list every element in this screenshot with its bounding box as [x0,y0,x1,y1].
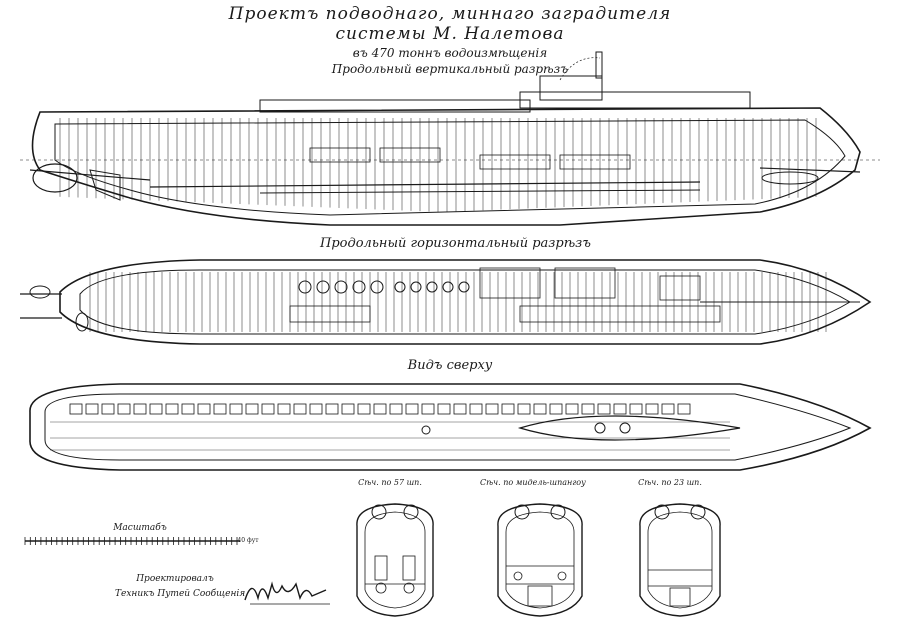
inner-hull-line [54,119,846,216]
mine-circle [352,280,366,294]
deck-hatch [101,403,115,415]
deck-hatch [197,403,211,415]
deck-hatch [469,403,483,415]
hull-outline-horizontal [59,259,872,345]
deck-outline-top [44,393,852,461]
mine-circle [298,280,312,294]
deck-hatch [309,403,323,415]
deck-hatch [661,403,675,415]
deck-hatch [133,403,147,415]
mine-circle [442,281,454,293]
vertical-section-view [20,51,880,226]
deck-hatch [501,403,515,415]
antenna-arc [559,57,601,81]
mine-circle [458,281,470,293]
deck-hatch [437,403,451,415]
internal-deck [149,181,701,188]
propeller-shaft [29,169,151,181]
mine-circle [426,281,438,293]
cross-section-23 [639,503,721,617]
mine-circle [370,280,384,294]
drawing-title-line-1: Проектъ подводнаго, миннаго заградителя [228,4,672,24]
deck-hatch [149,403,163,415]
hull-outline-side [31,107,861,226]
deck-hatch [533,403,547,415]
drawing-title-line-2: системы М. Налетова [335,24,565,44]
mine-storage-circles [298,280,470,294]
hull-outline-top [29,383,872,471]
deck-hatch [229,403,243,415]
top-view-planking [50,421,730,451]
cross-section-label-2: Сѣч. по мидель-шпангоу [480,478,586,487]
mine-circle [334,280,348,294]
signature-line-2: Техникъ Путей Сообщенія [115,589,246,599]
periscope [595,51,603,79]
deck-hatch [117,403,131,415]
horizontal-section-view [20,259,872,345]
mine-circle [316,280,330,294]
deck-hatch [165,403,179,415]
deck-hatch [405,403,419,415]
propeller [32,163,78,193]
deck-hatch [613,403,627,415]
keel-tanks [259,189,701,194]
battery-cells [309,147,631,170]
bow-dive-plane [761,171,819,185]
deck-hatch [565,403,579,415]
deck-hatch [69,403,83,415]
deck-hatch [629,403,643,415]
deck-hatch [373,403,387,415]
cross-section-midship [497,503,583,617]
hull-frames-side [59,118,817,212]
deck-hatch [485,403,499,415]
deck-hatch [453,403,467,415]
deck-hatch [213,403,227,415]
deck-hatch [261,403,275,415]
deck-hatch [517,403,531,415]
scale-unit-label: 40 фут [237,537,259,544]
deck-hatches [69,403,691,415]
stern-propellers [20,293,62,319]
deck-hatch [181,403,195,415]
deck-hatch [677,403,691,415]
horizontal-compartments [289,267,721,323]
mine-circle [394,281,406,293]
cross-section-label-1: Сѣч. по 57 шп. [358,478,422,487]
handwritten-signature [244,581,330,605]
rudder [89,169,121,201]
drawing-subtitle-displacement: въ 470 тоннъ водоизмѣщенія [352,46,548,60]
top-view-label: Видъ сверху [407,358,493,373]
deck-hatch [421,403,435,415]
mine-circle [410,281,422,293]
conning-tower-top [517,415,741,441]
cross-section-label-3: Сѣч. по 23 шп. [638,478,702,487]
deck-hatch [549,403,563,415]
bow-torpedo-tube [759,167,861,173]
deck-hatch [341,403,355,415]
vertical-section-label: Продольный вертикальный разрѣзъ [331,62,569,76]
deck-hatch [581,403,595,415]
conning-tower [539,75,603,101]
horizontal-section-label: Продольный горизонтальный разрѣзъ [320,236,591,251]
deck-casing [259,99,531,113]
deck-hatch [293,403,307,415]
top-view [29,383,872,471]
deck-hatch [245,403,259,415]
deck-hatch [357,403,371,415]
signature-line-1: Проектировалъ [136,574,214,584]
cross-section-57 [356,503,434,617]
deck-hatch [645,403,659,415]
deck-hatch [597,403,611,415]
deck-hatch [277,403,291,415]
deck-hatch [389,403,403,415]
deck-hatch [325,403,339,415]
deck-hatch [85,403,99,415]
scale-label: Масштабъ [113,523,167,533]
scale-bar [24,537,240,545]
